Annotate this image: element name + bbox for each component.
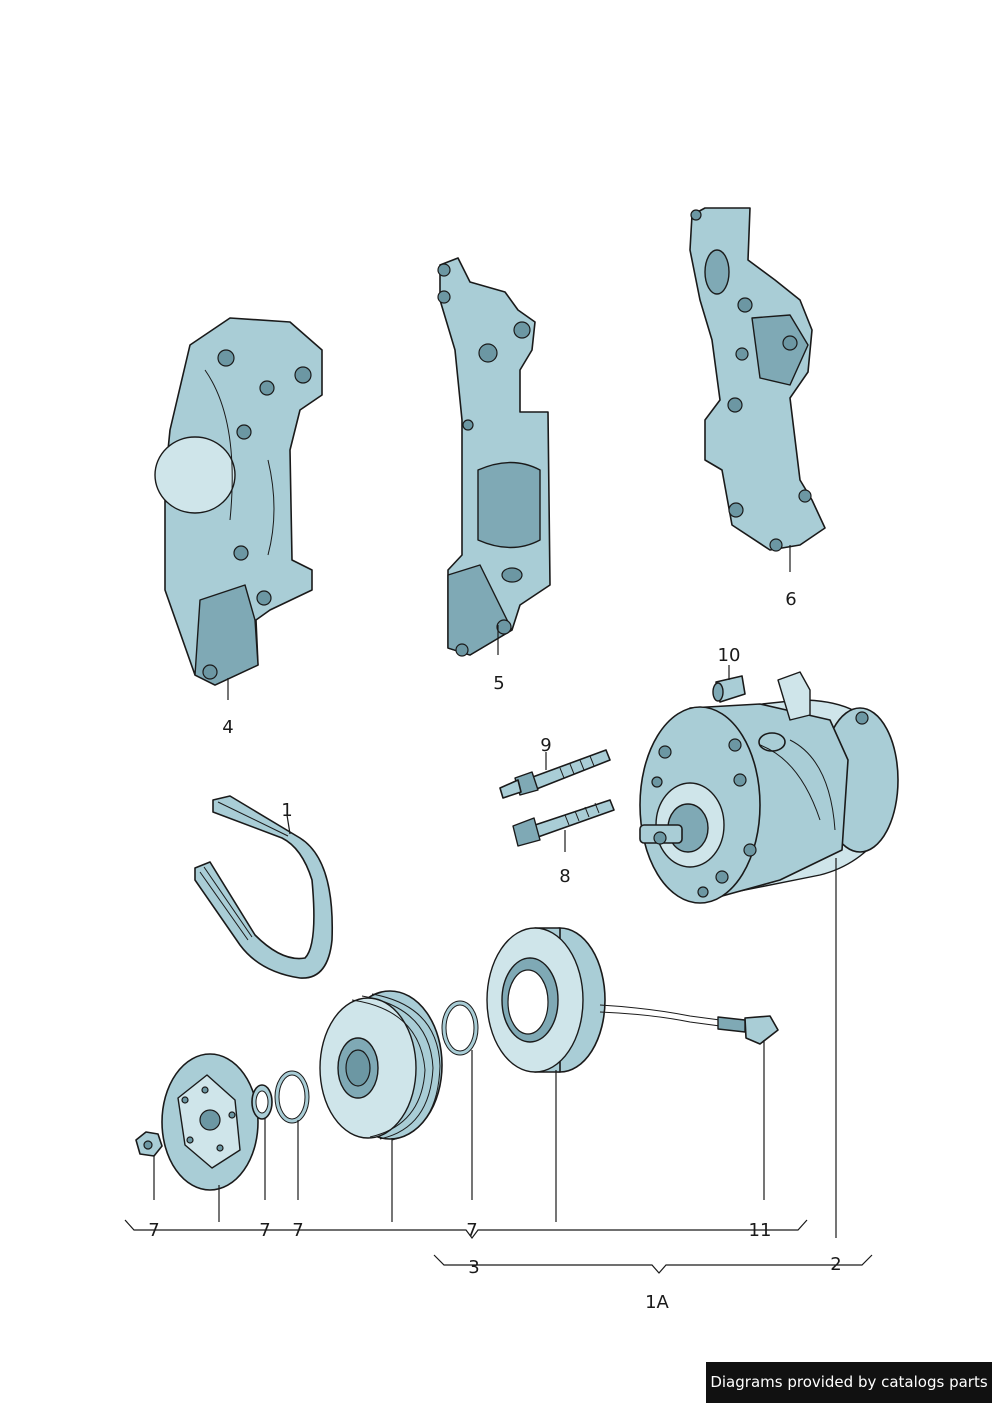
- callout-labels: 1 1A 2 3 4 5 6 7 7 7 7 8 9 10 11: [148, 589, 841, 1313]
- callout-2: 2: [830, 1254, 841, 1275]
- bolt-part-8[interactable]: [512, 799, 615, 847]
- bushing-part-10[interactable]: [712, 675, 746, 703]
- callout-7-circlip-large: 7: [466, 1220, 477, 1241]
- pulley[interactable]: [319, 990, 443, 1141]
- callout-6: 6: [785, 589, 796, 610]
- callout-7-circlip-small: 7: [292, 1220, 303, 1241]
- callout-1a: 1A: [645, 1292, 669, 1313]
- hex-nut[interactable]: [135, 1131, 163, 1157]
- callout-7-shim: 7: [259, 1220, 270, 1241]
- circlip-small[interactable]: [274, 1070, 310, 1124]
- bracket-part-6[interactable]: [689, 207, 826, 552]
- callout-8: 8: [559, 866, 570, 887]
- callout-3: 3: [468, 1257, 479, 1278]
- callout-7-nut: 7: [148, 1220, 159, 1241]
- callout-11: 11: [749, 1220, 772, 1241]
- callout-4: 4: [222, 717, 233, 738]
- bracket-part-4[interactable]: [154, 317, 323, 686]
- ribbed-belt-part-1[interactable]: [194, 795, 334, 979]
- callout-5: 5: [493, 673, 504, 694]
- group-bracket-3: [124, 1219, 808, 1239]
- callout-9: 9: [540, 735, 551, 756]
- group-bracket-1a: [433, 1254, 873, 1274]
- clutch-hub-plate[interactable]: [161, 1053, 259, 1191]
- bracket-part-5[interactable]: [437, 257, 551, 657]
- compressor-part-2[interactable]: [639, 671, 899, 904]
- magnetic-coil[interactable]: [486, 927, 779, 1073]
- leader-lines: [153, 545, 837, 1238]
- credit-banner: Diagrams provided by catalogs parts: [706, 1362, 992, 1403]
- bolt-part-9[interactable]: [499, 749, 611, 799]
- circlip-large[interactable]: [441, 1000, 479, 1056]
- shim-ring[interactable]: [251, 1084, 273, 1120]
- callout-1: 1: [281, 800, 292, 821]
- callout-10: 10: [718, 645, 741, 666]
